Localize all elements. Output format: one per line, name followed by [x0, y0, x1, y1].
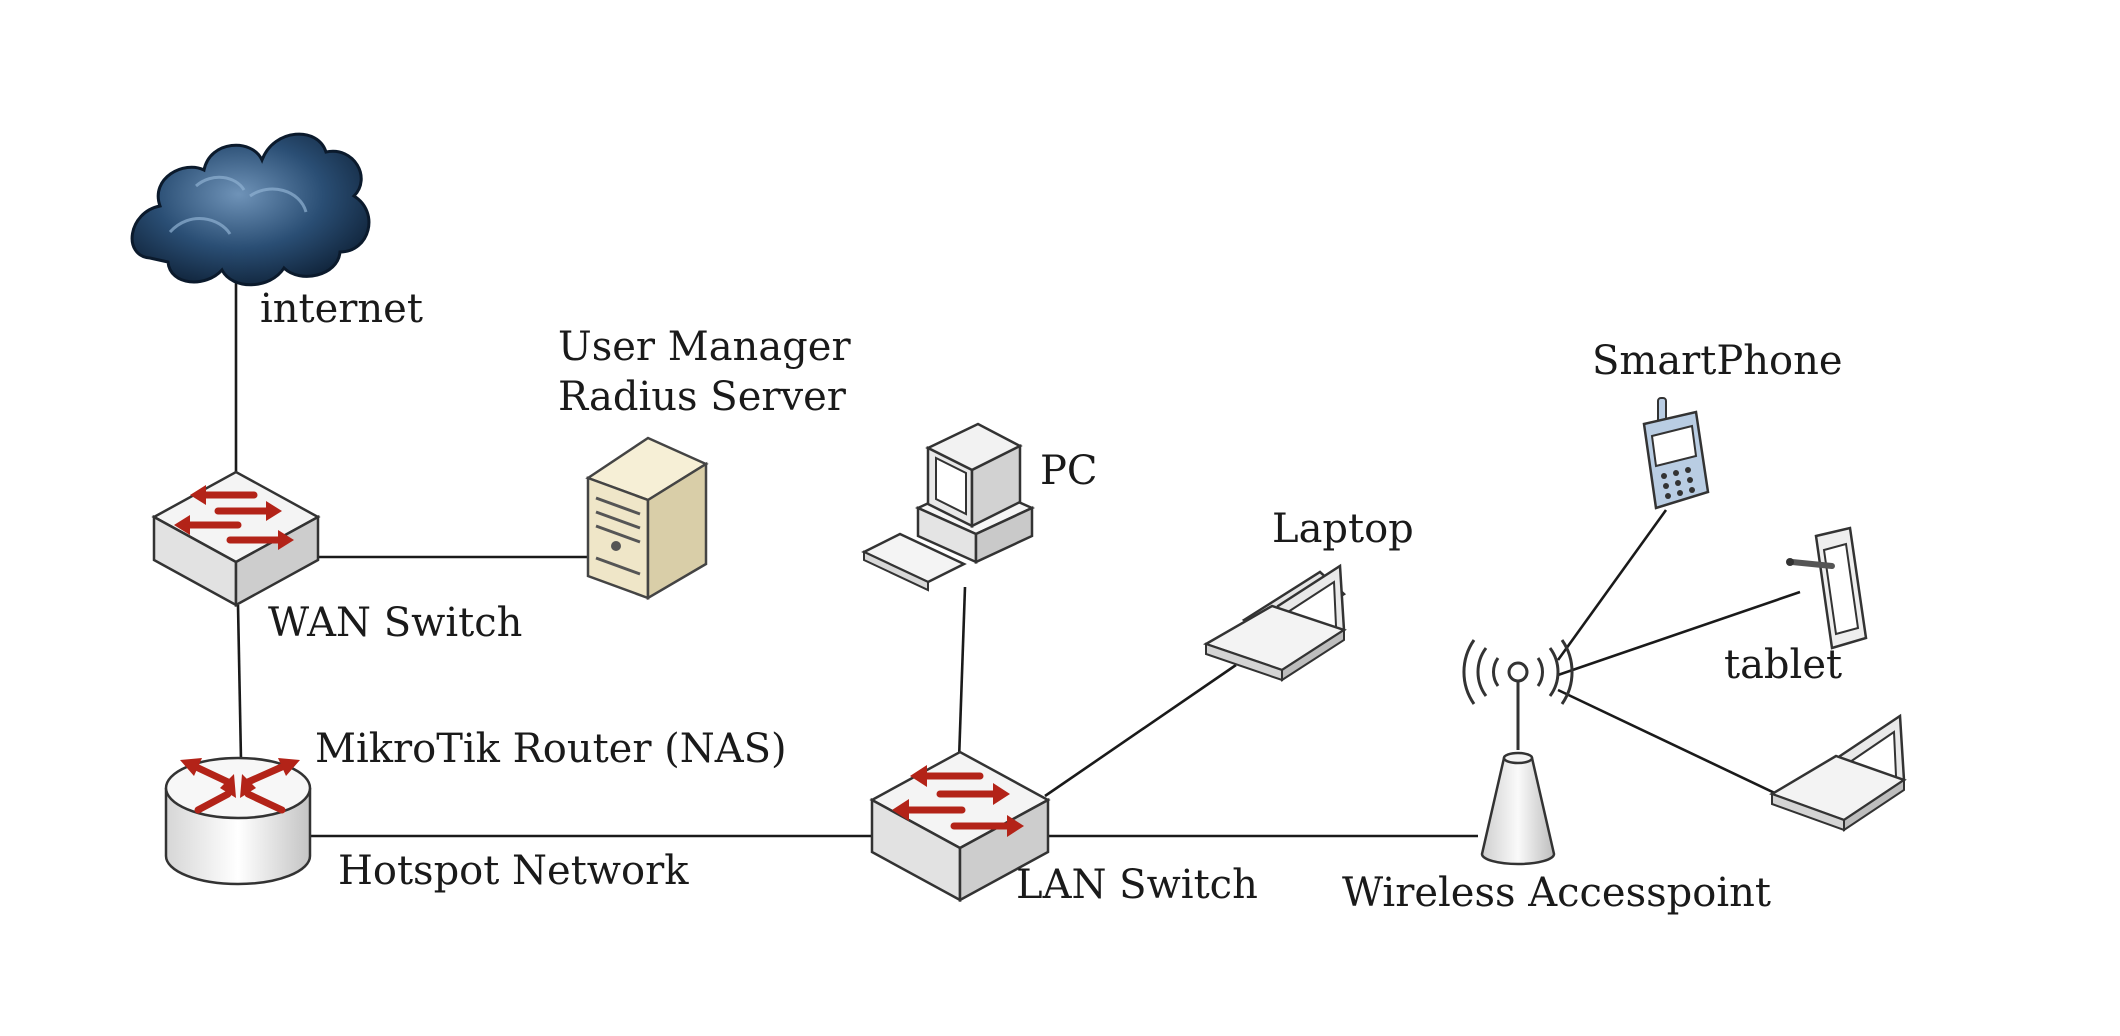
label-user-manager: User Manager	[558, 324, 851, 370]
label-lan-switch: LAN Switch	[1016, 862, 1258, 908]
label-pc: PC	[1040, 448, 1098, 494]
label-router: MikroTik Router (NAS)	[315, 726, 787, 772]
label-smartphone: SmartPhone	[1592, 338, 1843, 384]
labels: internet User Manager Radius Server WAN …	[260, 286, 1843, 916]
label-wan-switch: WAN Switch	[268, 600, 522, 646]
label-hotspot-network: Hotspot Network	[338, 848, 689, 894]
label-radius-server: Radius Server	[558, 374, 847, 420]
link-ap-tablet	[1557, 590, 1801, 677]
network-switch-icon	[869, 750, 1051, 903]
link-ap-smartphone	[1556, 509, 1668, 661]
link-pc-lan-switch	[957, 586, 967, 761]
link-wan-switch-router	[236, 604, 243, 761]
link-ap-laptop-2	[1557, 688, 1801, 807]
cloud-icon	[130, 132, 371, 287]
tablet-icon	[1786, 526, 1868, 650]
label-laptop: Laptop	[1272, 506, 1414, 552]
label-internet: internet	[260, 286, 423, 332]
router-icon	[164, 756, 312, 886]
mobile-phone-icon	[1642, 397, 1710, 510]
label-wireless-ap: Wireless Accesspoint	[1342, 870, 1771, 916]
network-switch-icon	[151, 470, 321, 608]
laptop-icon	[1202, 563, 1347, 682]
desktop-pc-icon	[861, 422, 1036, 592]
link-lan-switch-laptop	[1044, 663, 1237, 798]
laptop-icon	[1769, 713, 1907, 832]
server-icon	[585, 436, 709, 601]
wireless-access-point-icon	[1462, 639, 1574, 866]
label-tablet: tablet	[1724, 642, 1842, 688]
connections	[234, 205, 1801, 838]
